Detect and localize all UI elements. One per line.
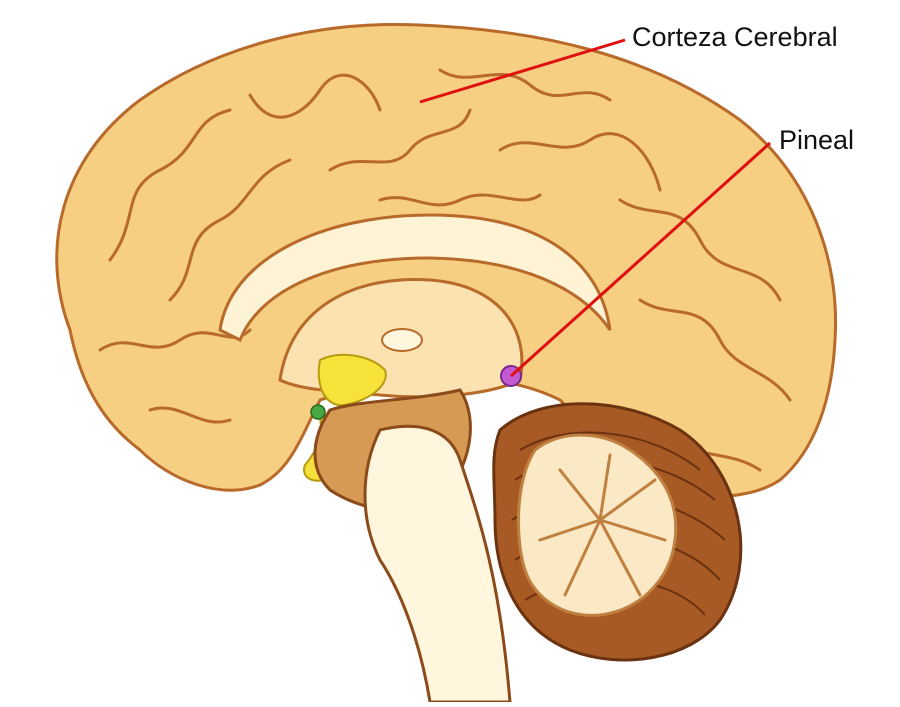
small-green-structure	[310, 404, 326, 420]
gyri-lines	[98, 68, 792, 472]
cortex-pointer-line	[419, 38, 626, 104]
interthalamic-adhesion	[381, 328, 423, 352]
pineal-pointer-line	[509, 141, 772, 378]
cerebral-hemisphere	[55, 22, 838, 499]
cortex-label: Corteza Cerebral	[632, 22, 838, 52]
brainstem	[363, 424, 512, 704]
corpus-callosum	[218, 213, 612, 343]
arbor-vitae-branches	[538, 453, 667, 597]
hypothalamus	[317, 353, 387, 407]
pineal-label: Pineal	[779, 125, 855, 155]
